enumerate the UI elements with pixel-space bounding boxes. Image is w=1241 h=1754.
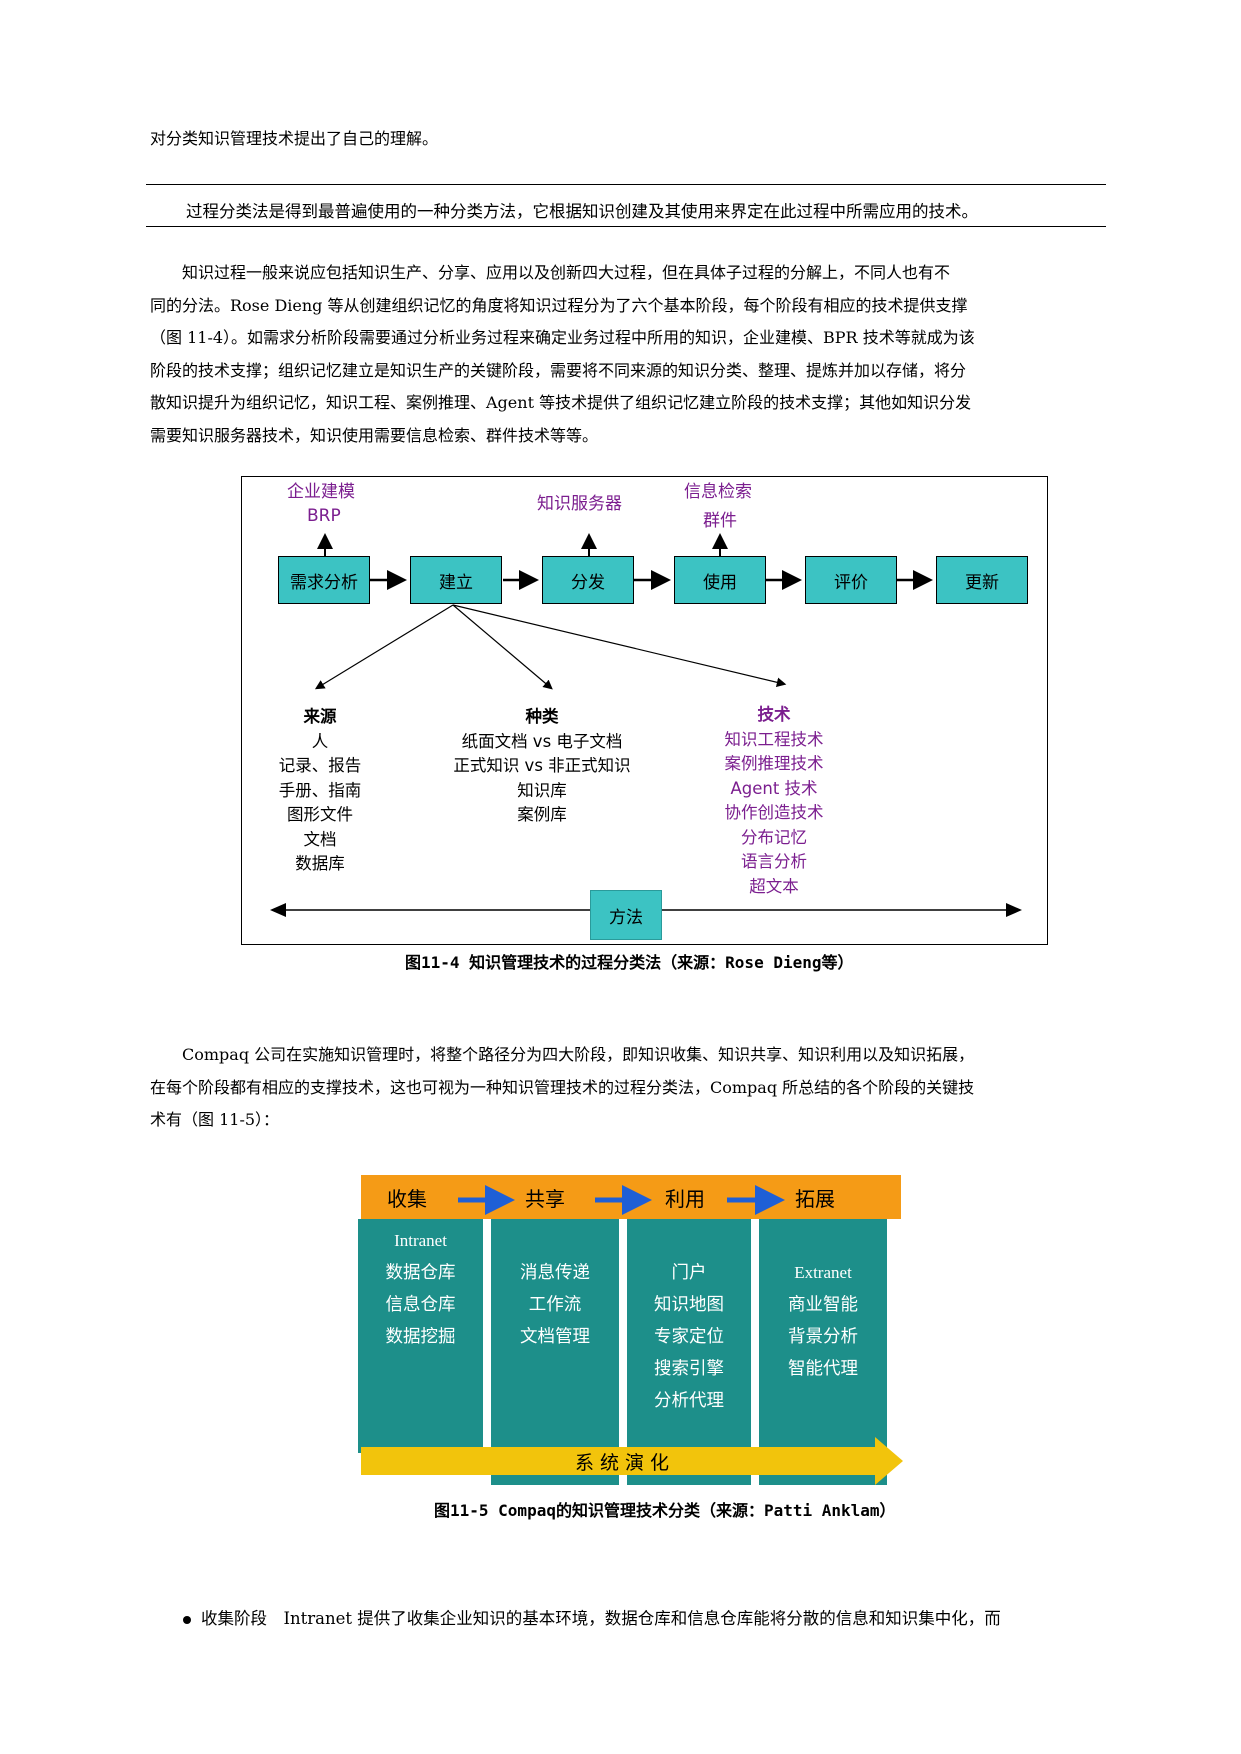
evolution-label: 系统演化 [575,1452,676,1474]
use-tech: 分析代理 [654,1391,724,1411]
stage-build: 建立 [410,556,502,604]
quote-text: 过程分类法是得到最普遍使用的一种分类方法，它根据知识创建及其使用来界定在此过程中… [186,202,978,221]
technique-item: 语言分析 [741,852,807,871]
figure-11-5-caption: 图11-5 Compaq的知识管理技术分类（来源：Patti Anklam） [434,1501,896,1520]
kind-item: 案例库 [517,805,567,824]
share-column: 消息传递 工作流 文档管理 [491,1219,619,1485]
phase-collect: 收集 [387,1187,427,1211]
para1-line: 需要知识服务器技术，知识使用需要信息检索、群件技术等等。 [150,425,599,445]
technique-item: 协作创造技术 [724,803,824,822]
para1-line: （图 11-4）。如需求分析阶段需要通过分析业务过程来确定业务过程中所用的知识，… [150,328,975,347]
source-item: 文档 [303,829,337,849]
para1-line: 同的分法。Rose Dieng 等从创建组织记忆的角度将知识过程分为了六个基本阶… [150,295,968,315]
stage-distribute: 分发 [542,556,634,604]
phase-use: 利用 [665,1187,705,1211]
use-column: 门户 知识地图 专家定位 搜索引擎 分析代理 [627,1219,751,1485]
para1-line: 散知识提升为组织记忆，知识工程、案例推理、Agent 等技术提供了组织记忆建立阶… [150,393,972,412]
stage-update: 更新 [936,556,1028,604]
source-item: 人 [311,731,329,751]
techniques-column: 技术 知识工程技术 案例推理技术 Agent 技术 协作创造技术 分布记忆 语言… [714,703,834,899]
bullet-dot-icon [183,1615,191,1624]
collect-tech: 数据挖掘 [385,1327,456,1347]
use-tech: 搜索引擎 [654,1359,724,1379]
para1-line: 阶段的技术支撑；组织记忆建立是知识生产的关键阶段，需要将不同来源的知识分类、整理… [150,360,967,380]
figure-11-4-caption: 图11-4 知识管理技术的过程分类法（来源：Rose Dieng等） [405,953,854,972]
quote-bottom-rule [146,226,1106,227]
use-tech: 门户 [671,1263,707,1283]
source-item: 记录、报告 [278,756,362,775]
process-classification-figure: 企业建模 BRP 知识服务器 信息检索 群件 需求分析 建立 分发 使用 评价 … [241,476,1048,945]
stage-evaluate: 评价 [805,556,897,604]
technique-item: Agent 技术 [730,778,818,798]
paragraph-1: 知识过程一般来说应包括知识生产、分享、应用以及创新四大过程，但在具体子过程的分解… [150,257,1105,452]
use-tech: 知识地图 [654,1295,724,1315]
technique-item: 分布记忆 [741,827,807,847]
evolution-arrow-shaft [361,1447,881,1475]
compaq-classification-figure: 收集 共享 利用 拓展 Intranet 数据仓库 信息仓库 数据挖掘 消息传递… [355,1175,910,1495]
kinds-heading: 种类 [525,707,559,726]
source-item: 数据库 [295,854,345,873]
expand-tech: 商业智能 [788,1295,858,1315]
expand-tech: 背景分析 [788,1327,858,1347]
para1-line: 知识过程一般来说应包括知识生产、分享、应用以及创新四大过程，但在具体子过程的分解… [150,263,951,282]
collect-column: Intranet 数据仓库 信息仓库 数据挖掘 [358,1219,483,1453]
bullet-text: 收集阶段 Intranet 提供了收集企业知识的基本环境，数据仓库和信息仓库能将… [201,1609,1001,1628]
stage-use: 使用 [674,556,766,604]
techniques-heading: 技术 [757,705,791,724]
label-info-retrieval: 信息检索 [684,482,752,502]
paragraph-2: Compaq 公司在实施知识管理时，将整个路径分为四大阶段，即知识收集、知识共享… [150,1039,1105,1137]
share-tech: 文档管理 [520,1327,590,1347]
collect-tech: 信息仓库 [385,1295,456,1315]
sources-column: 来源 人 记录、报告 手册、指南 图形文件 文档 数据库 [270,705,370,877]
source-item: 图形文件 [287,805,353,824]
kind-item: 正式知识 vs 非正式知识 [453,756,631,775]
phase-expand: 拓展 [795,1187,835,1211]
figure-arrows [270,533,1022,917]
expand-tech: 智能代理 [788,1359,858,1379]
para2-line: Compaq 公司在实施知识管理时，将整个路径分为四大阶段，即知识收集、知识共享… [150,1045,975,1064]
label-enterprise-modeling: 企业建模 [287,482,355,502]
evolution-arrow-head [875,1437,903,1485]
label-brp: BRP [307,506,341,526]
technique-item: 案例推理技术 [724,754,824,773]
label-groupware: 群件 [703,511,737,531]
para2-line: 术有（图 11-5）： [150,1110,280,1129]
kind-item: 知识库 [517,780,567,800]
sources-heading: 来源 [303,707,337,726]
use-tech: 专家定位 [654,1327,724,1347]
technique-item: 超文本 [749,876,799,896]
expand-column: Extranet 商业智能 背景分析 智能代理 [759,1219,887,1485]
phase-arrows [458,1185,785,1215]
stage-requirements-analysis: 需求分析 [278,556,370,604]
para2-line: 在每个阶段都有相应的支撑技术，这也可视为一种知识管理技术的过程分类法，Compa… [150,1077,975,1097]
kinds-column: 种类 纸面文档 vs 电子文档 正式知识 vs 非正式知识 知识库 案例库 [442,705,642,828]
source-item: 手册、指南 [278,780,362,800]
method-box: 方法 [590,890,662,940]
intro-line: 对分类知识管理技术提出了自己的理解。 [150,129,439,148]
share-tech: 消息传递 [520,1263,590,1283]
expand-tech: Extranet [794,1263,852,1282]
quote-top-rule [146,184,1106,185]
label-knowledge-server: 知识服务器 [537,494,622,514]
technique-item: 知识工程技术 [724,729,824,749]
bullet-collect-stage: 收集阶段 Intranet 提供了收集企业知识的基本环境，数据仓库和信息仓库能将… [183,1605,1001,1629]
share-tech: 工作流 [528,1295,582,1315]
kind-item: 纸面文档 vs 电子文档 [461,731,623,751]
phase-share: 共享 [525,1187,565,1211]
collect-tech: Intranet [394,1231,447,1250]
collect-tech: 数据仓库 [385,1263,456,1283]
